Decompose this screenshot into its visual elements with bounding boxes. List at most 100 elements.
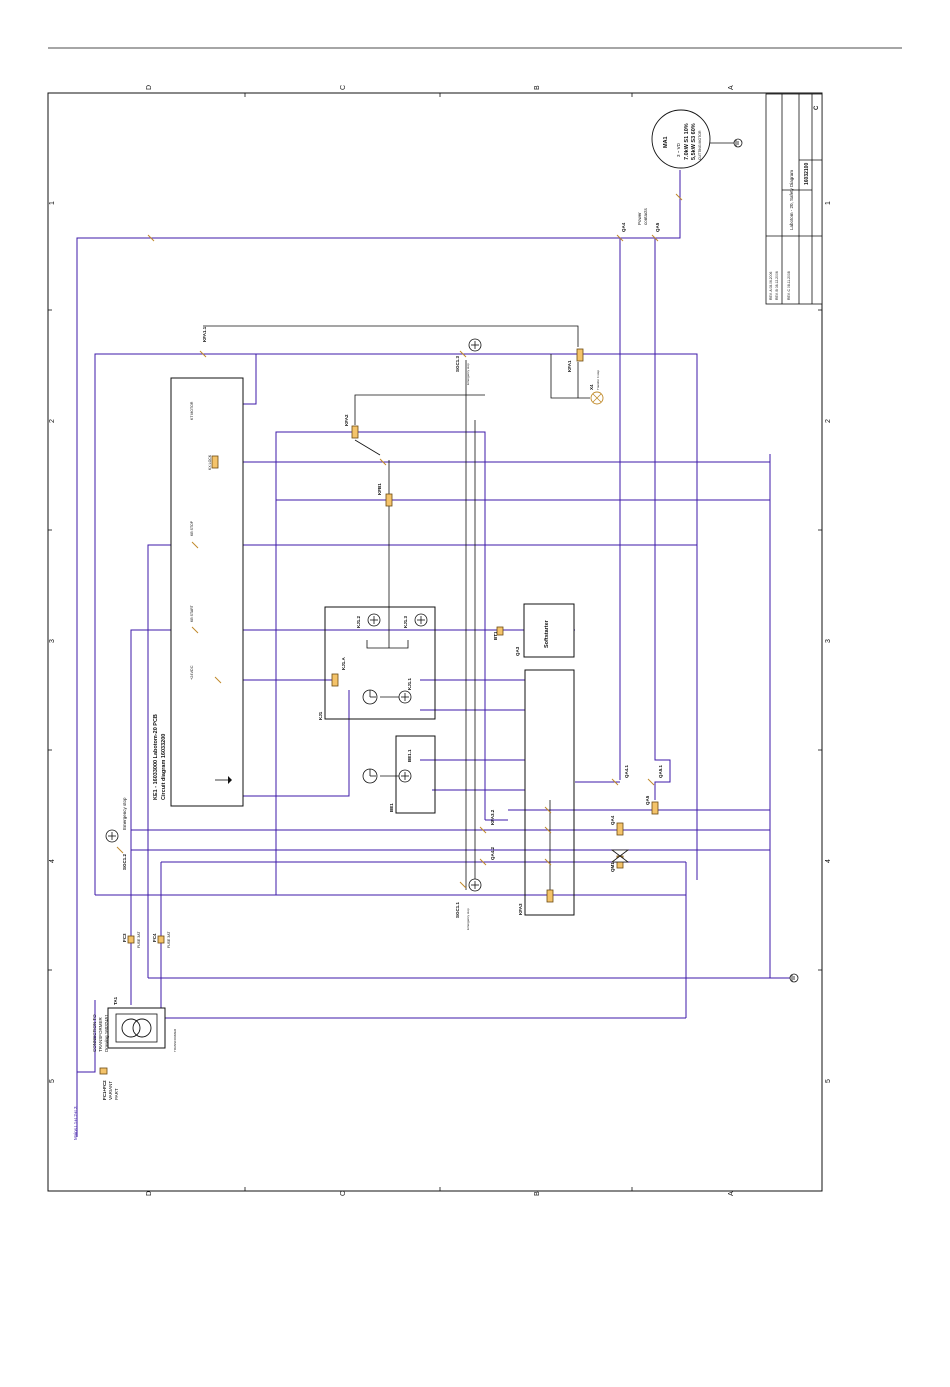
motor-rating-s1: 7.0kW S1 10% — [684, 123, 690, 160]
label-ta1: TA1 — [113, 996, 118, 1005]
motor-description: CUTTING MOTOR — [698, 130, 702, 160]
coil-kj1a — [331, 673, 339, 687]
label-sgc12-note: Emergency stop — [122, 797, 127, 830]
pcb-block-ke1 — [170, 377, 244, 807]
zone-num-2-right: 2 — [825, 419, 832, 423]
title-block-rev-c: REV. C 08.11.2008 — [787, 271, 791, 300]
zone-num-5-right: 5 — [825, 1079, 832, 1083]
label-x4-note: Transfer 4 step — [596, 370, 600, 390]
label-qa4-coil: QA4 — [610, 815, 615, 825]
zone-num-4-left: 4 — [49, 859, 56, 863]
transformer-symbol — [115, 1013, 158, 1043]
label-fc3-value: FUSE 3AT — [137, 931, 141, 948]
coil-qa5 — [651, 801, 659, 815]
label-kj11: KJ1.1 — [407, 677, 412, 690]
label-be1: BE1 — [389, 803, 394, 812]
fuse-fc4 — [157, 935, 165, 944]
coil-qa4 — [616, 822, 624, 836]
label-kfa2: KFA2 — [344, 414, 349, 426]
coil-kx-lock — [211, 455, 219, 469]
zone-label-c-top: C — [340, 85, 347, 90]
label-sgc13: SGC1.3 — [455, 355, 460, 372]
lamp-x4 — [590, 391, 604, 405]
coil-kfa3 — [546, 889, 554, 903]
label-qa3: QA3 — [515, 646, 520, 656]
label-transformer-note-2: TRANSFORMER — [98, 1017, 103, 1053]
kj11-contact-symbol — [380, 690, 412, 704]
zone-numbers: 1 2 3 4 5 1 2 3 4 5 — [49, 201, 832, 1083]
title-block-sheet: C — [814, 105, 820, 110]
label-qa5-coil: QA5 — [645, 795, 650, 805]
emergency-stop-sgc12 — [105, 829, 119, 843]
label-transformer-note-3: Drawing 16032451 — [104, 1014, 109, 1052]
label-kfa1: KFA1 — [567, 360, 572, 372]
label-kj13: KJ1.3 — [403, 615, 408, 628]
emergency-stop-sgc11 — [468, 878, 482, 892]
be11-contact-symbol — [380, 769, 412, 783]
label-x4: X4 — [589, 384, 594, 390]
label-power-contacts-2: contacts — [643, 207, 648, 225]
label-fc1-part: PART — [114, 1088, 119, 1100]
valve-qm1 — [610, 849, 630, 863]
label-fc1-variant: VARIANT — [108, 1081, 113, 1100]
zone-label-a-top: A — [728, 85, 735, 90]
fuse-fc1-fc2 — [99, 1067, 108, 1075]
zone-num-1-right: 1 — [825, 201, 832, 205]
title-block-title: Labotom - 20, Safety Diagram — [789, 170, 794, 230]
zone-num-5-left: 5 — [49, 1079, 56, 1083]
label-sgc13-note: Emergency stop — [466, 363, 470, 385]
emergency-stop-sgc13 — [468, 338, 482, 352]
label-fc4-value: FUSE 3AT — [167, 931, 171, 948]
label-transformer-note-1: CONNECTION TO — [92, 1014, 97, 1052]
drawing-frame — [47, 92, 823, 1192]
label-kj1: KJ1 — [318, 711, 323, 720]
label-transformer: TRANSFORMER — [173, 1028, 177, 1052]
label-fc4: FC4 — [152, 933, 157, 942]
pcb-24vdc: +24VDC — [190, 665, 194, 680]
label-fc1-fc2: FC1+FC2 — [102, 1080, 107, 1100]
motor-earth — [710, 138, 743, 148]
zone-num-4-right: 4 — [825, 859, 832, 863]
contactor-block-kfa3 — [524, 669, 575, 916]
label-be11: BE1.1 — [407, 749, 412, 762]
label-kfb1: KFB1 — [377, 483, 382, 495]
zone-num-3-right: 3 — [825, 639, 832, 643]
pcb-output-arrow — [215, 776, 232, 784]
zone-num-1-left: 1 — [49, 201, 56, 205]
earth-symbol-bottom — [789, 973, 799, 983]
label-kfa11: KFA1.1 — [202, 326, 207, 342]
zone-ticks — [48, 93, 822, 1191]
zone-num-3-left: 3 — [49, 639, 56, 643]
zone-label-b-bottom: B — [534, 1191, 541, 1196]
sensor-block-be1 — [395, 735, 436, 814]
kj13-contact-symbol — [414, 613, 428, 627]
zone-letters: D C B A D C B A — [146, 85, 735, 1196]
coil-kfa1 — [576, 348, 584, 362]
zone-label-d-bottom: D — [146, 1191, 153, 1196]
pcb-kb-start: KB START — [190, 604, 194, 622]
title-block-rev-b: REV. B 08.12.2006 — [775, 271, 779, 300]
zone-label-d-top: D — [146, 85, 153, 90]
title-block-rev-a: REV. A 08.06.2006 — [769, 272, 773, 300]
label-kfa32: KFA3.2 — [490, 809, 495, 825]
label-mains: Mains L1+L2+L3 — [73, 1106, 78, 1140]
zone-label-c-bottom: C — [340, 1191, 347, 1196]
be1-timer-symbol — [362, 768, 378, 784]
coil-kfb1 — [385, 493, 393, 507]
wiring-purple — [76, 170, 790, 1137]
zone-label-a-bottom: A — [728, 1191, 735, 1196]
label-qm1: QM1 — [610, 862, 615, 872]
pcb-kb-stop: KB STOP — [190, 520, 194, 536]
label-sgc11-note: Emergency stop — [466, 908, 470, 930]
label-qa42: QA4.2 — [490, 846, 495, 860]
label-sgc12: SGC1.2 — [122, 853, 127, 870]
label-sgc11: SGC1.1 — [455, 901, 460, 918]
relay-block-kj1 — [324, 606, 436, 720]
pcb-subtitle: Circuit diagram 16033200 — [161, 734, 167, 800]
label-kj12: KJ1.2 — [356, 615, 361, 628]
label-qa4-power: QA4 — [621, 222, 626, 232]
title-block-drawing-number: 16032100 — [804, 163, 810, 185]
label-fc3: FC3 — [122, 933, 127, 942]
label-kfa3: KFA3 — [518, 903, 523, 915]
zone-label-b-top: B — [534, 85, 541, 90]
